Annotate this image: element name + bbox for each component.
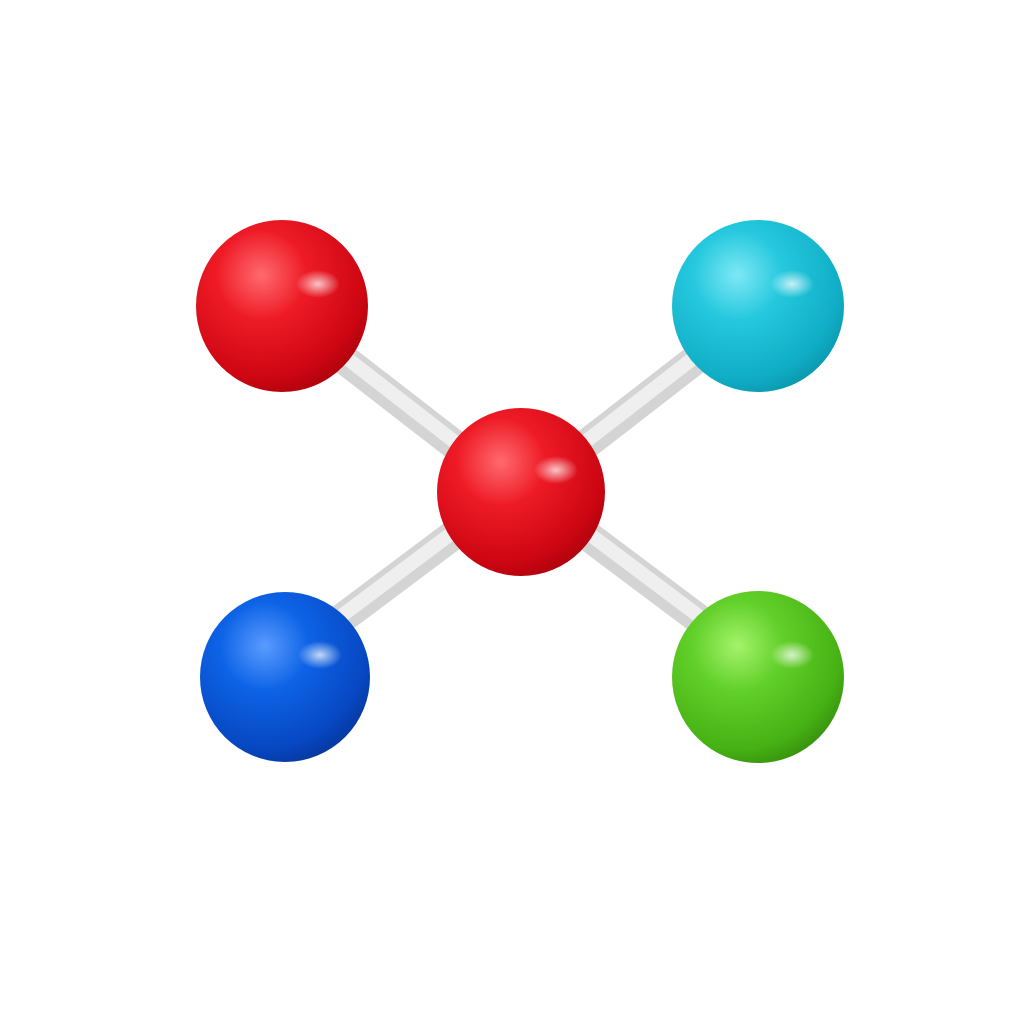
atom-top-left — [196, 220, 368, 392]
atom-highlight — [296, 270, 340, 298]
atom-sphere-icon — [672, 591, 844, 763]
atom-sphere-icon — [437, 408, 605, 576]
atom-bottom-left — [200, 592, 370, 762]
atom-highlight — [770, 270, 814, 298]
atom-sphere-icon — [672, 220, 844, 392]
atom-sphere-icon — [200, 592, 370, 762]
atom-bottom-right — [672, 591, 844, 763]
atom-highlight — [770, 641, 814, 669]
atom-top-right — [672, 220, 844, 392]
atom-sphere-icon — [196, 220, 368, 392]
atom-highlight — [534, 456, 578, 484]
atom-highlight — [298, 641, 342, 669]
atom-center — [437, 408, 605, 576]
